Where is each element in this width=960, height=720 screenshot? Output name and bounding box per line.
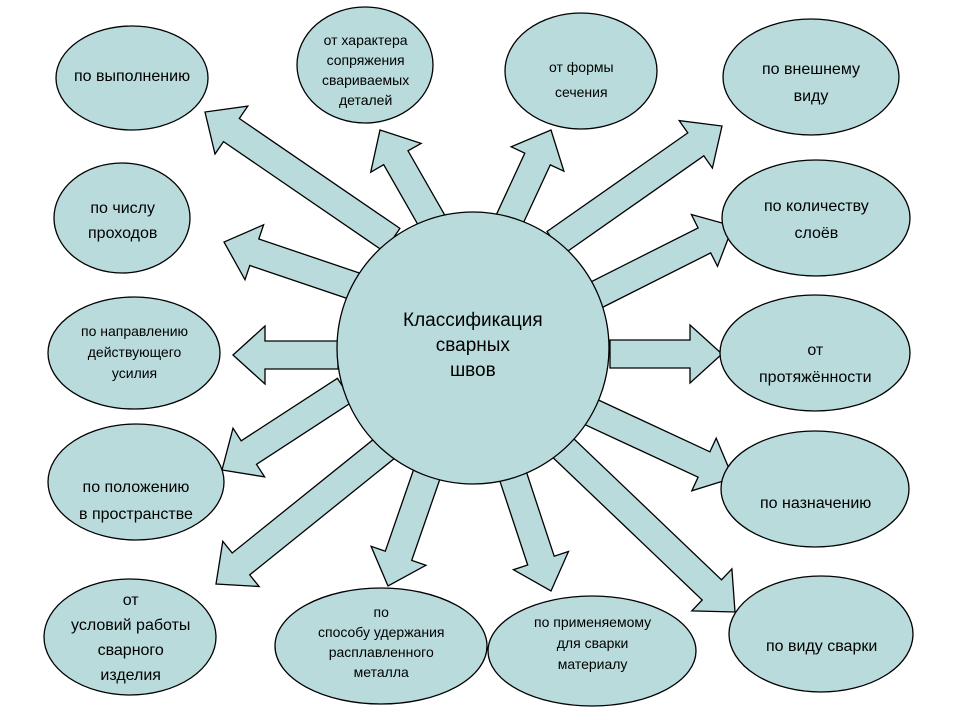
node-label-line: способу удержания — [318, 624, 445, 640]
node-label-line: сопряжения — [326, 52, 405, 68]
node-label-line: деталей — [338, 92, 393, 108]
arrow-po-primenyaemomu-materialu — [495, 461, 570, 592]
node-po-sposobu-uderzhaniya — [274, 587, 488, 705]
node-label-ot-usloviy-raboty: от условий работы сварного изделия — [71, 588, 190, 688]
node-label-po-primenyaemomu-materialu: по применяемому для сварки материалу — [534, 612, 651, 675]
node-label-line: по назначению — [760, 495, 872, 512]
node-po-vidu-svarki — [728, 575, 914, 693]
node-label-po-kolichestvu-sloyov: по количеству слоёв — [764, 193, 869, 247]
node-label-po-chislu-prohodov: по числу проходов — [88, 196, 157, 246]
node-label-ot-haraktera-sopryazheniya: от характера сопряжения свариваемых деталей — [322, 30, 409, 110]
arrow-po-napravleniyu-usiliya — [232, 324, 339, 386]
node-po-primenyaemomu-materialu — [487, 595, 697, 707]
node-label-line: от — [807, 342, 824, 359]
node-po-naznacheniyu — [720, 430, 910, 548]
node-label-line: по положению — [82, 479, 190, 496]
node-ot-usloviy-raboty — [43, 578, 217, 696]
node-po-chislu-prohodov — [53, 162, 191, 274]
node-label-line: по количеству — [764, 198, 869, 215]
arrow-ot-haraktera-sopryazheniya — [369, 129, 450, 236]
arrow-ot-usloviy-raboty — [215, 428, 405, 588]
node-label-po-vypolneniyu: по выполнению — [74, 67, 190, 87]
node-label-ot-formy-secheniya: от формы сечения — [549, 55, 614, 105]
arrow-po-vidu-svarki — [548, 432, 736, 613]
node-label-line: сечения — [555, 84, 608, 100]
arrow-po-naznacheniyu — [571, 392, 734, 492]
node-po-kolichestvu-sloyov — [721, 159, 911, 277]
node-label-line: виду — [793, 88, 829, 105]
node-ot-haraktera-sopryazheniya — [296, 6, 434, 124]
node-label-line: свариваемых — [322, 72, 410, 88]
node-label-line: расплавленного — [328, 644, 434, 660]
arrow-po-vneshnemu-vidu — [546, 119, 723, 256]
node-label-ot-protyazhyonnosti: от протяжённости — [759, 337, 872, 391]
node-label-line: по направлению — [81, 323, 189, 339]
node-label-line: в пространстве — [79, 506, 193, 523]
arrow-po-sposobu-uderzhaniya — [369, 459, 445, 587]
node-po-vypolneniyu — [55, 25, 209, 131]
node-label-po-naznacheniyu: по назначению — [760, 494, 871, 514]
arrow-po-polozheniyu — [221, 377, 354, 478]
center-title-line: Классификация — [403, 310, 543, 331]
node-ot-formy-secheniya — [504, 12, 658, 130]
center-title-line: сварных — [435, 335, 510, 357]
node-po-vneshnemu-vidu — [722, 18, 900, 136]
node-label-line: по — [373, 604, 389, 620]
arrow-ot-formy-secheniya — [493, 129, 565, 232]
arrow-po-kolichestvu-sloyov — [584, 213, 734, 311]
node-label-po-vidu-svarki: по виду сварки — [766, 637, 877, 657]
node-label-po-vneshnemu-vidu: по внешнему виду — [762, 56, 860, 110]
node-label-line: проходов — [88, 225, 158, 242]
arrow-ot-protyazhyonnosti — [609, 323, 723, 385]
node-label-line: для сварки — [556, 635, 629, 651]
node-label-line: действующего — [87, 344, 182, 360]
node-label-line: изделия — [100, 667, 161, 684]
arrows-layer — [204, 105, 736, 613]
node-po-napravleniyu-usiliya — [47, 296, 221, 410]
node-label-line: усилия — [111, 365, 158, 381]
node-label-line: по виду сварки — [766, 638, 878, 655]
node-label-line: от характера — [323, 32, 408, 48]
node-label-line: по выполнению — [74, 68, 191, 85]
node-label-po-polozheniyu: по положению в пространстве — [79, 474, 193, 528]
node-po-polozheniyu — [47, 423, 225, 541]
node-label-line: от формы — [549, 59, 614, 75]
center-title: Классификация сварных швов — [403, 308, 543, 383]
node-label-po-sposobu-uderzhaniya: по способу удержания расплавленного металла — [318, 602, 444, 682]
node-label-line: по внешнему — [762, 61, 860, 78]
node-label-po-napravleniyu-usiliya: по направлению действующего усилия — [81, 321, 188, 384]
node-label-line: сварного — [97, 642, 164, 659]
node-label-line: материалу — [557, 656, 628, 672]
node-ot-protyazhyonnosti — [719, 294, 911, 412]
arrow-po-vypolneniyu — [204, 105, 401, 253]
arrow-po-chislu-prohodov — [223, 223, 366, 303]
node-label-line: по числу — [90, 200, 155, 217]
center-circle — [336, 211, 610, 485]
node-label-line: от — [122, 592, 139, 609]
node-label-line: условий работы — [71, 617, 191, 634]
ellipses-layer — [43, 6, 914, 707]
node-label-line: слоёв — [794, 225, 839, 242]
node-label-line: по применяемому — [534, 614, 652, 630]
node-label-line: металла — [353, 664, 409, 680]
center-title-line: швов — [449, 360, 496, 382]
node-label-line: протяжённости — [759, 369, 872, 386]
